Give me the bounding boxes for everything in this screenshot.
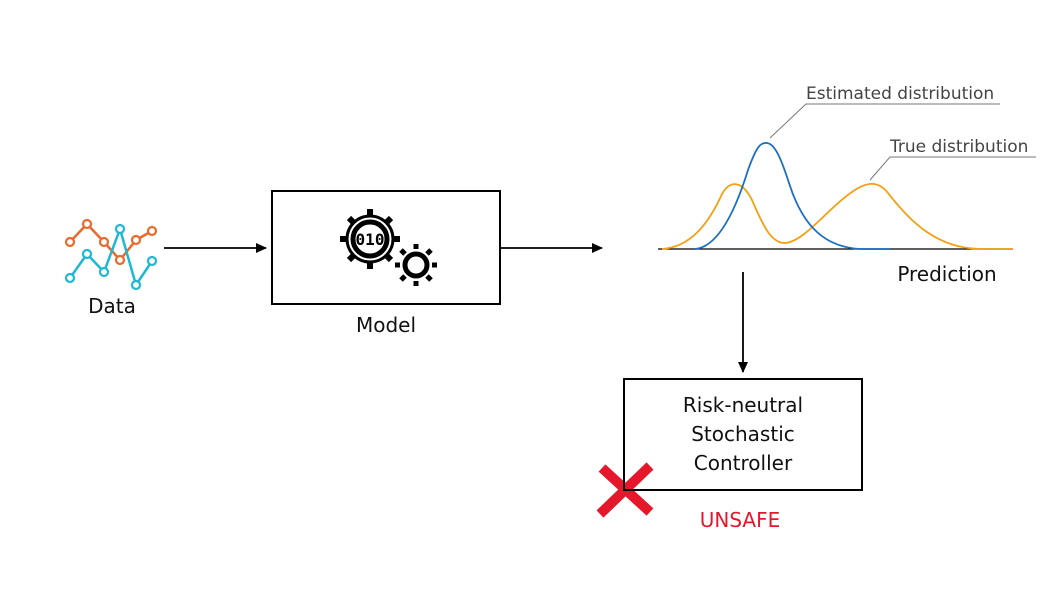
estimated-leader-line [769, 103, 1000, 139]
controller-line-2: Stochastic [691, 422, 795, 446]
estimated-distribution-curve [694, 142, 890, 250]
controller-line-3: Controller [693, 451, 793, 475]
prediction-label: Prediction [897, 262, 997, 286]
controller-line-1: Risk-neutral [682, 393, 804, 417]
data-label: Data [88, 294, 136, 318]
unsafe-status-label: UNSAFE [699, 508, 781, 532]
controller-box: Risk-neutral Stochastic Controller [623, 378, 863, 491]
model-icon-text: 010 [356, 230, 385, 249]
estimated-distribution-label: Estimated distribution [806, 84, 995, 104]
true-leader-line [869, 156, 1036, 181]
gears-icon: 010 [340, 209, 437, 286]
model-label: Model [355, 313, 417, 337]
data-chart-icon [64, 218, 158, 291]
true-distribution-label: True distribution [890, 137, 1029, 157]
true-distribution-curve [661, 182, 1013, 250]
